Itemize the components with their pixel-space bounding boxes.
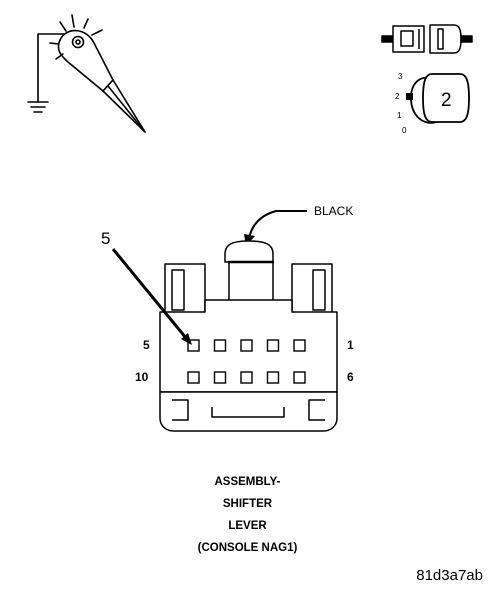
test-light-probe-icon — [27, 14, 146, 133]
pin-label-1: 1 — [347, 338, 354, 352]
key-position-0: 0 — [402, 126, 407, 135]
terminal-callout-number: 5 — [101, 229, 110, 248]
terminal-cavity — [266, 371, 280, 384]
key-position-3: 3 — [398, 72, 403, 81]
terminal-cavity — [240, 371, 253, 384]
wire-color-label: BLACK — [314, 204, 353, 218]
terminal-cavity — [213, 371, 227, 384]
terminal-callout: 5 — [101, 229, 192, 345]
terminal-cavities — [187, 339, 306, 384]
caption-line-2: SHIFTER — [222, 498, 273, 510]
key-selected-position: 2 — [441, 90, 452, 111]
terminal-cavity — [293, 371, 306, 384]
caption-line-1: ASSEMBLY- — [214, 476, 281, 488]
pin-label-10: 10 — [135, 370, 149, 384]
terminal-cavity — [293, 339, 306, 352]
key-position-1: 1 — [397, 111, 402, 120]
figure-id: 81d3a7ab — [416, 567, 483, 584]
pin-label-5: 5 — [143, 338, 150, 352]
terminal-cavity — [213, 339, 227, 352]
terminal-cavity — [266, 339, 280, 352]
terminal-cavity — [187, 339, 200, 352]
key-position-marker — [406, 93, 413, 100]
terminal-cavity — [187, 371, 200, 384]
component-caption: ASSEMBLY- SHIFTER LEVER (CONSOLE NAG1) — [0, 471, 495, 559]
terminal-cavity — [240, 339, 253, 352]
wire-color-callout: BLACK — [244, 204, 353, 247]
pin-label-6: 6 — [347, 370, 354, 384]
ignition-key-icon: 3 2 1 0 2 — [395, 72, 470, 135]
caption-line-3: LEVER — [228, 520, 267, 532]
connector-disconnect-icon — [381, 24, 473, 54]
caption-line-4: (CONSOLE NAG1) — [197, 542, 298, 554]
key-position-2: 2 — [395, 92, 400, 101]
